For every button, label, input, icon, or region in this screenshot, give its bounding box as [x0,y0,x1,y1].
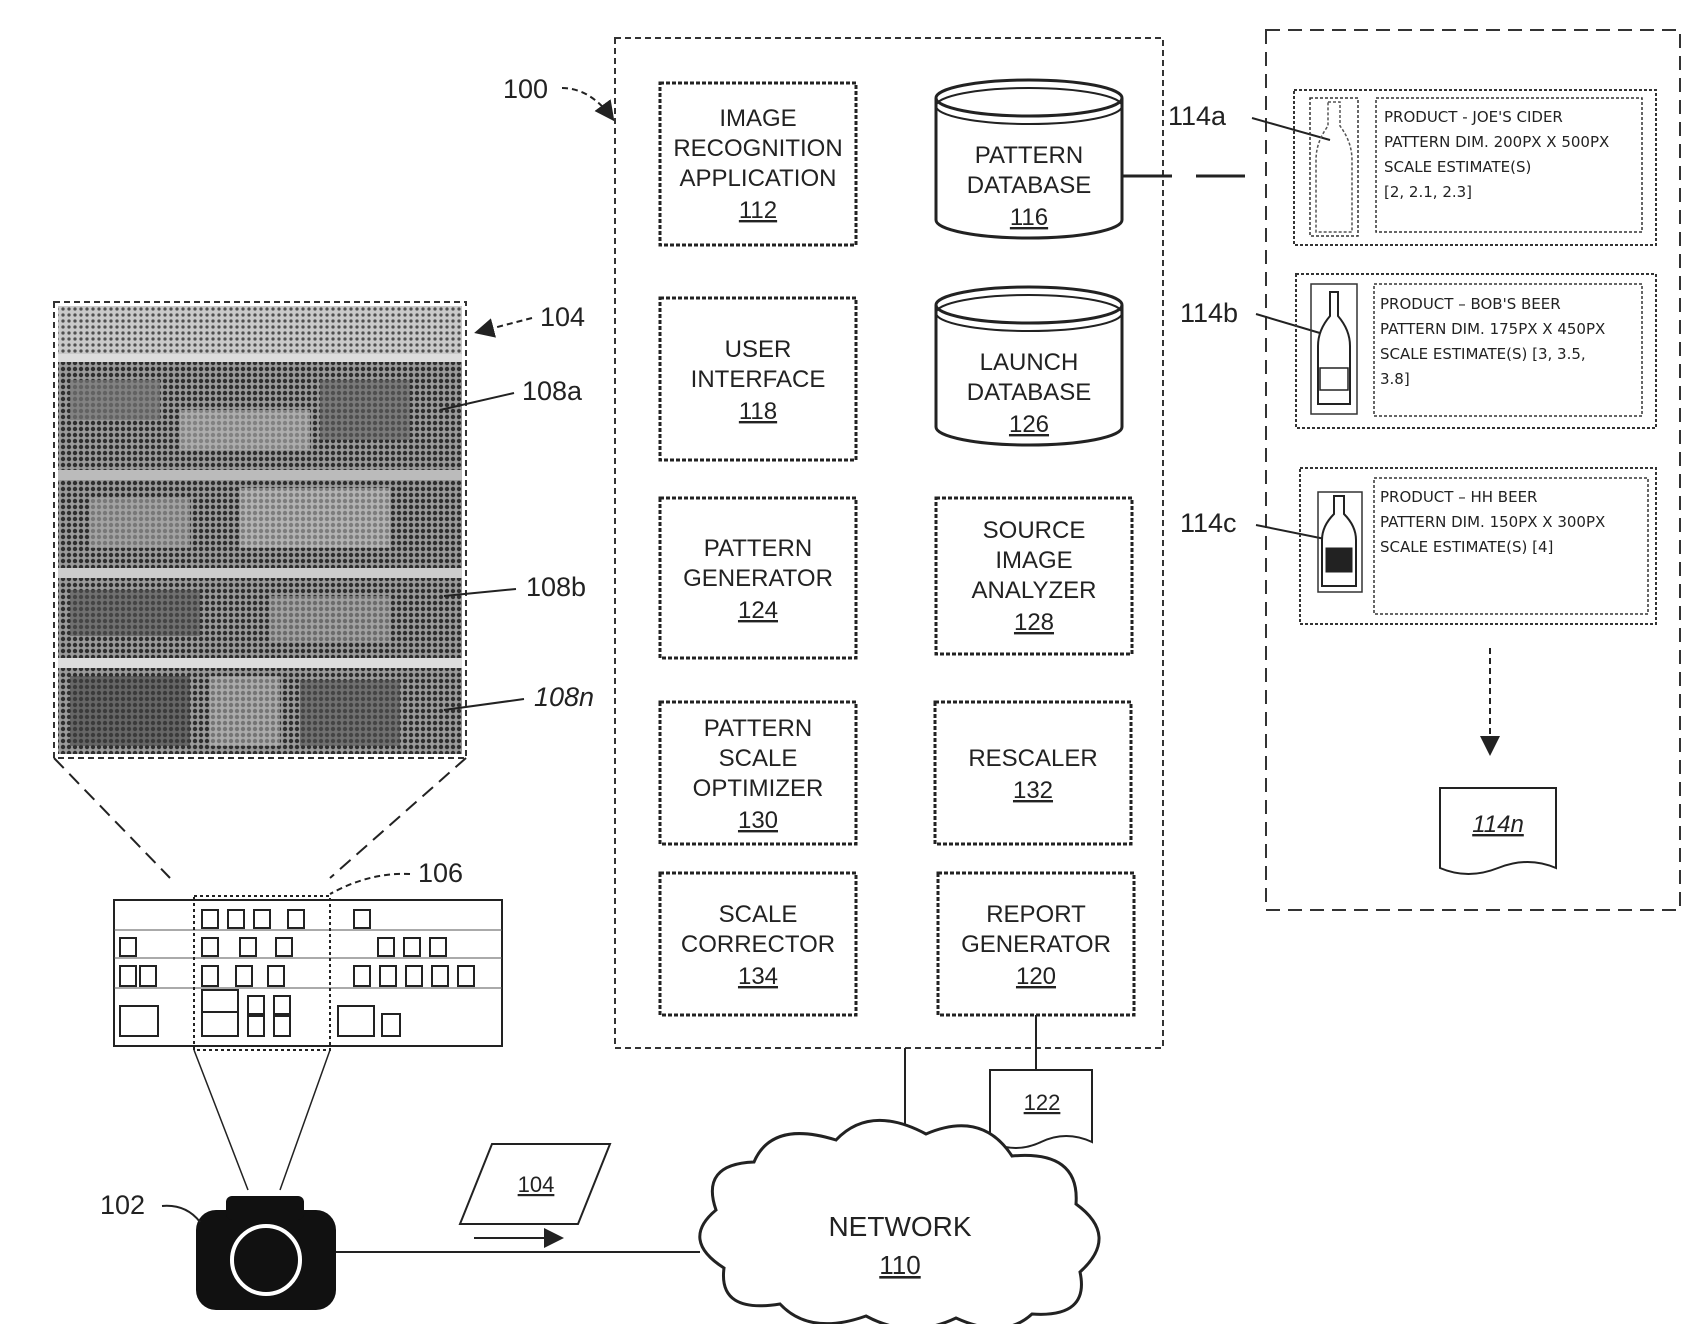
module-pattern-scale-optimizer: PATTERN SCALE OPTIMIZER 130 [660,702,856,844]
module-pattern-generator: PATTERN GENERATOR 124 [660,498,856,658]
pattern-line: PRODUCT – HH BEER [1380,488,1537,506]
camera-ref: 102 [100,1190,145,1220]
module-image-recognition: IMAGE RECOGNITION APPLICATION 112 [660,83,856,245]
module-ref: 112 [739,197,777,224]
module-ref: 120 [1016,963,1056,990]
module-label: CORRECTOR [681,931,835,958]
module-label: INTERFACE [691,366,826,393]
module-label: REPORT [986,901,1086,928]
network-cloud: NETWORK 110 [700,1120,1099,1324]
module-label: APPLICATION [680,165,837,192]
pattern-card-114a: 114a PRODUCT - JOE'S CIDER PATTERN DIM. … [1168,90,1656,245]
pattern-line: SCALE ESTIMATE(S) [4] [1380,538,1553,556]
network-ref: 110 [879,1250,920,1280]
report-document: 122 [990,1015,1092,1148]
camera-icon [196,1196,336,1310]
module-user-interface: USER INTERFACE 118 [660,298,856,460]
module-label: USER [725,336,792,363]
pattern-line: SCALE ESTIMATE(S) [1384,158,1531,176]
module-rescaler: RESCALER 132 [935,702,1131,844]
module-ref: 126 [1009,411,1049,438]
module-report-generator: REPORT GENERATOR 120 [938,873,1134,1015]
module-scale-corrector: SCALE CORRECTOR 134 [660,873,856,1015]
module-label: DATABASE [967,172,1091,199]
module-label: IMAGE [719,105,796,132]
module-ref: 128 [1014,609,1054,636]
module-ref: 134 [738,963,778,990]
module-source-image-analyzer: SOURCE IMAGE ANALYZER 128 [936,498,1132,654]
shelf-schematic [114,896,502,1050]
module-ref: 124 [738,597,778,624]
module-label: PATTERN [704,715,812,742]
system-ref: 100 [503,74,548,104]
module-label: SCALE [719,745,798,772]
network-label: NETWORK [828,1211,971,1242]
module-label: SOURCE [983,517,1086,544]
module-label: OPTIMIZER [693,775,824,802]
pattern-card-114c: 114c PRODUCT – HH BEER PATTERN DIM. 150P… [1180,468,1656,624]
shelf-row-ref: 108a [522,376,583,406]
module-label: SCALE [719,901,798,928]
pattern-line: PRODUCT - JOE'S CIDER [1384,108,1563,126]
module-ref: 116 [1010,204,1048,231]
launch-database-cylinder: LAUNCH DATABASE 126 [936,287,1122,445]
shelf-ref: 106 [418,858,463,888]
module-label: PATTERN [975,142,1083,169]
pattern-database-cylinder: PATTERN DATABASE 116 [936,80,1122,238]
module-label: RESCALER [968,745,1097,772]
module-label: RECOGNITION [673,135,842,162]
shelf-row-ref: 108n [534,682,594,712]
image-doc-ref: 104 [518,1172,555,1197]
pattern-card-114b: 114b PRODUCT – BOB'S BEER PATTERN DIM. 1… [1180,274,1656,428]
module-label: IMAGE [995,547,1072,574]
pattern-line: SCALE ESTIMATE(S) [3, 3.5, [1380,345,1586,363]
pattern-ref: 114a [1168,101,1227,131]
report-ref: 122 [1024,1090,1061,1115]
beer-bottle-icon [1318,292,1350,404]
shelf-row-ref: 108b [526,572,586,602]
module-label: GENERATOR [683,565,833,592]
pattern-line: PATTERN DIM. 150PX X 300PX [1380,513,1605,531]
pattern-document-114n: 114n [1440,788,1556,874]
pattern-line: PATTERN DIM. 200PX X 500PX [1384,133,1609,151]
pattern-more-ref: 114n [1472,811,1524,838]
pattern-line: 3.8] [1380,370,1410,388]
module-label: GENERATOR [961,931,1111,958]
image-ref: 104 [540,302,585,332]
pattern-line: PRODUCT – BOB'S BEER [1380,295,1561,313]
module-label: LAUNCH [980,349,1079,376]
shelf-image [54,302,466,758]
module-label: PATTERN [704,535,812,562]
pattern-ref: 114c [1180,508,1237,538]
module-label: ANALYZER [972,577,1097,604]
image-document: 104 [460,1144,610,1238]
module-ref: 118 [739,398,777,425]
module-label: DATABASE [967,379,1091,406]
pattern-line: PATTERN DIM. 175PX X 450PX [1380,320,1605,338]
pattern-ref: 114b [1180,298,1238,328]
pattern-line: [2, 2.1, 2.3] [1384,183,1472,201]
module-ref: 130 [738,807,778,834]
cider-bottle-icon [1316,102,1352,232]
module-ref: 132 [1013,777,1053,804]
